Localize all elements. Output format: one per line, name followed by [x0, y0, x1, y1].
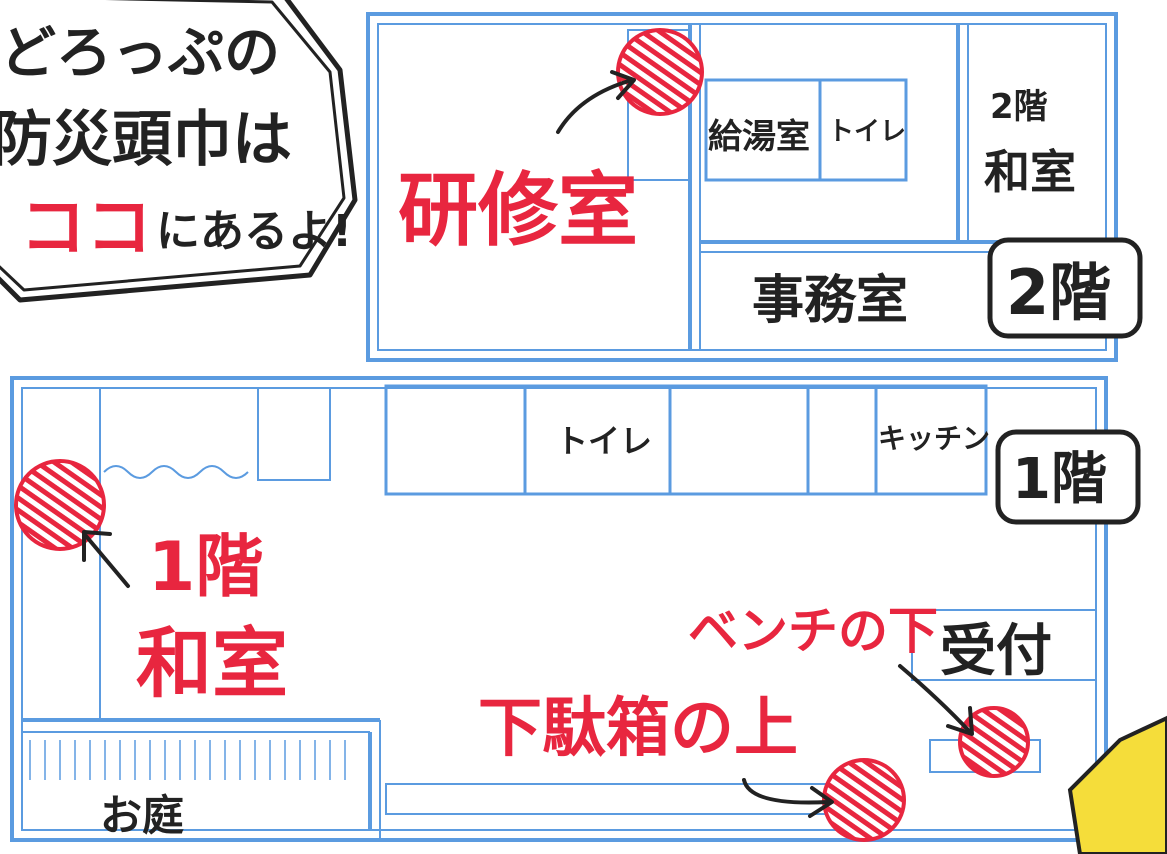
- room-kenshu: 研修室: [398, 164, 638, 257]
- arrow-to-getabako-head: [808, 786, 834, 818]
- arrow-to-getabako: [742, 778, 830, 805]
- room-washitsu-1f-bottom: 和室: [136, 619, 288, 708]
- arrow-to-washitsu: [84, 534, 130, 588]
- garden-fence: [29, 740, 346, 780]
- label-getabako: 下駄箱の上: [478, 692, 798, 766]
- room-washitsu-2f-bottom: 和室: [984, 145, 1076, 199]
- callout-bubble: [0, 0, 358, 303]
- tatami-edge: [103, 465, 249, 479]
- room-kyuto: 給湯室: [708, 117, 810, 157]
- marker-kenshu-room: [616, 28, 704, 116]
- room-jimushitsu: 事務室: [752, 271, 908, 331]
- room-toilet-1f: トイレ: [556, 422, 652, 460]
- mascot-corner: [1067, 715, 1167, 854]
- room-uketsuke: 受付: [940, 619, 1052, 684]
- floor1-badge: [995, 429, 1141, 525]
- badge-floor1-text: 1階: [1012, 447, 1107, 512]
- marker-washitsu-1f: [14, 459, 106, 551]
- room-toilet-2f: トイレ: [828, 117, 906, 147]
- callout-line2: 防災頭巾は: [0, 105, 292, 175]
- callout-line3-highlight: ココ: [20, 189, 152, 266]
- badge-floor2-text: 2階: [1006, 256, 1111, 329]
- arrows: [82, 70, 974, 818]
- floor1-walls: [10, 376, 1108, 842]
- arrow-to-bench: [898, 664, 972, 734]
- marker-getabako: [822, 758, 906, 842]
- floor2-badge: [987, 237, 1143, 339]
- room-oniwa: お庭: [100, 791, 184, 840]
- arrow-to-kenshu: [556, 78, 634, 134]
- room-washitsu-1f-top: 1階: [148, 528, 263, 607]
- arrow-to-washitsu-head: [82, 530, 112, 562]
- label-bench: ベンチの下: [688, 602, 938, 660]
- room-kitchen: キッチン: [878, 422, 990, 455]
- callout-line1: どろっぷの: [0, 21, 280, 86]
- marker-bench: [958, 706, 1030, 778]
- arrow-to-kenshu-head: [610, 70, 636, 100]
- arrow-to-bench-head: [946, 706, 974, 736]
- callout-line3-rest: にあるよ!: [156, 206, 352, 257]
- room-washitsu-2f-top: 2階: [990, 87, 1048, 127]
